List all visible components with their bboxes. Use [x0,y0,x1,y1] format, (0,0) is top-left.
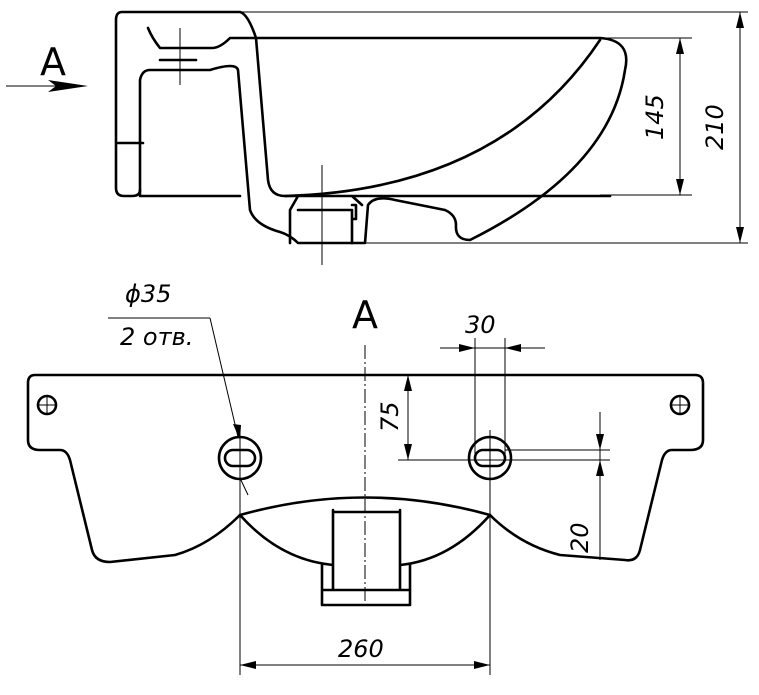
dim-145: 145 [641,94,669,140]
bottom-view [26,317,705,675]
dim-30: 30 [465,311,496,339]
dim-210: 210 [701,104,729,150]
view-label-side: A [40,40,66,84]
view-label-bottom: A [352,293,378,337]
side-view [6,10,748,265]
dim-260: 260 [338,635,384,663]
dim-75: 75 [376,401,404,432]
dim-20: 20 [566,522,594,553]
dim-hole-count: 2 отв. [120,323,193,351]
dim-hole-diameter: ϕ35 [125,280,171,308]
